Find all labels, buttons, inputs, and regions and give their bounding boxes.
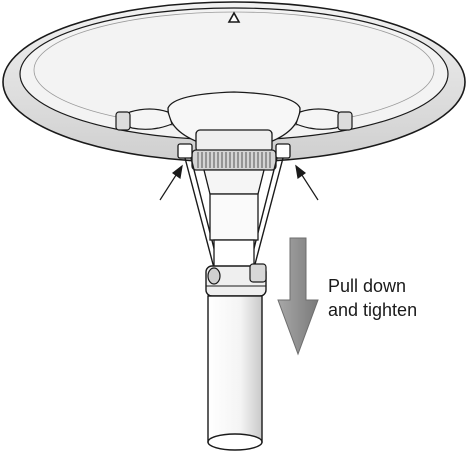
clamp-wingbolt xyxy=(249,263,267,283)
down-arrow-icon xyxy=(277,237,319,356)
left-sensor-cap xyxy=(115,111,131,131)
clamp-screw-left xyxy=(207,267,221,285)
pole-bottom-opening xyxy=(207,433,263,451)
left-sensor-arm xyxy=(123,108,173,130)
triangle-marker-icon xyxy=(227,11,241,23)
cymbal-hub xyxy=(115,91,353,153)
knurl-lines xyxy=(197,152,271,168)
pole-clamp xyxy=(205,263,267,297)
left-stay-clip xyxy=(177,143,193,159)
right-sensor-arm xyxy=(295,108,345,130)
right-pointer-arrow xyxy=(295,164,319,201)
instruction-line-1: Pull down xyxy=(328,276,407,296)
upper-shaft xyxy=(203,169,265,271)
instruction-line-2: and tighten xyxy=(328,300,418,320)
lock-ring xyxy=(191,149,277,171)
hub-collar xyxy=(195,129,273,153)
right-stay-clip xyxy=(275,143,291,159)
left-pointer-arrow xyxy=(159,164,183,201)
right-sensor-cap xyxy=(337,111,353,131)
stand-pole xyxy=(207,295,263,451)
instruction-label: Pull down and tighten xyxy=(328,274,417,322)
